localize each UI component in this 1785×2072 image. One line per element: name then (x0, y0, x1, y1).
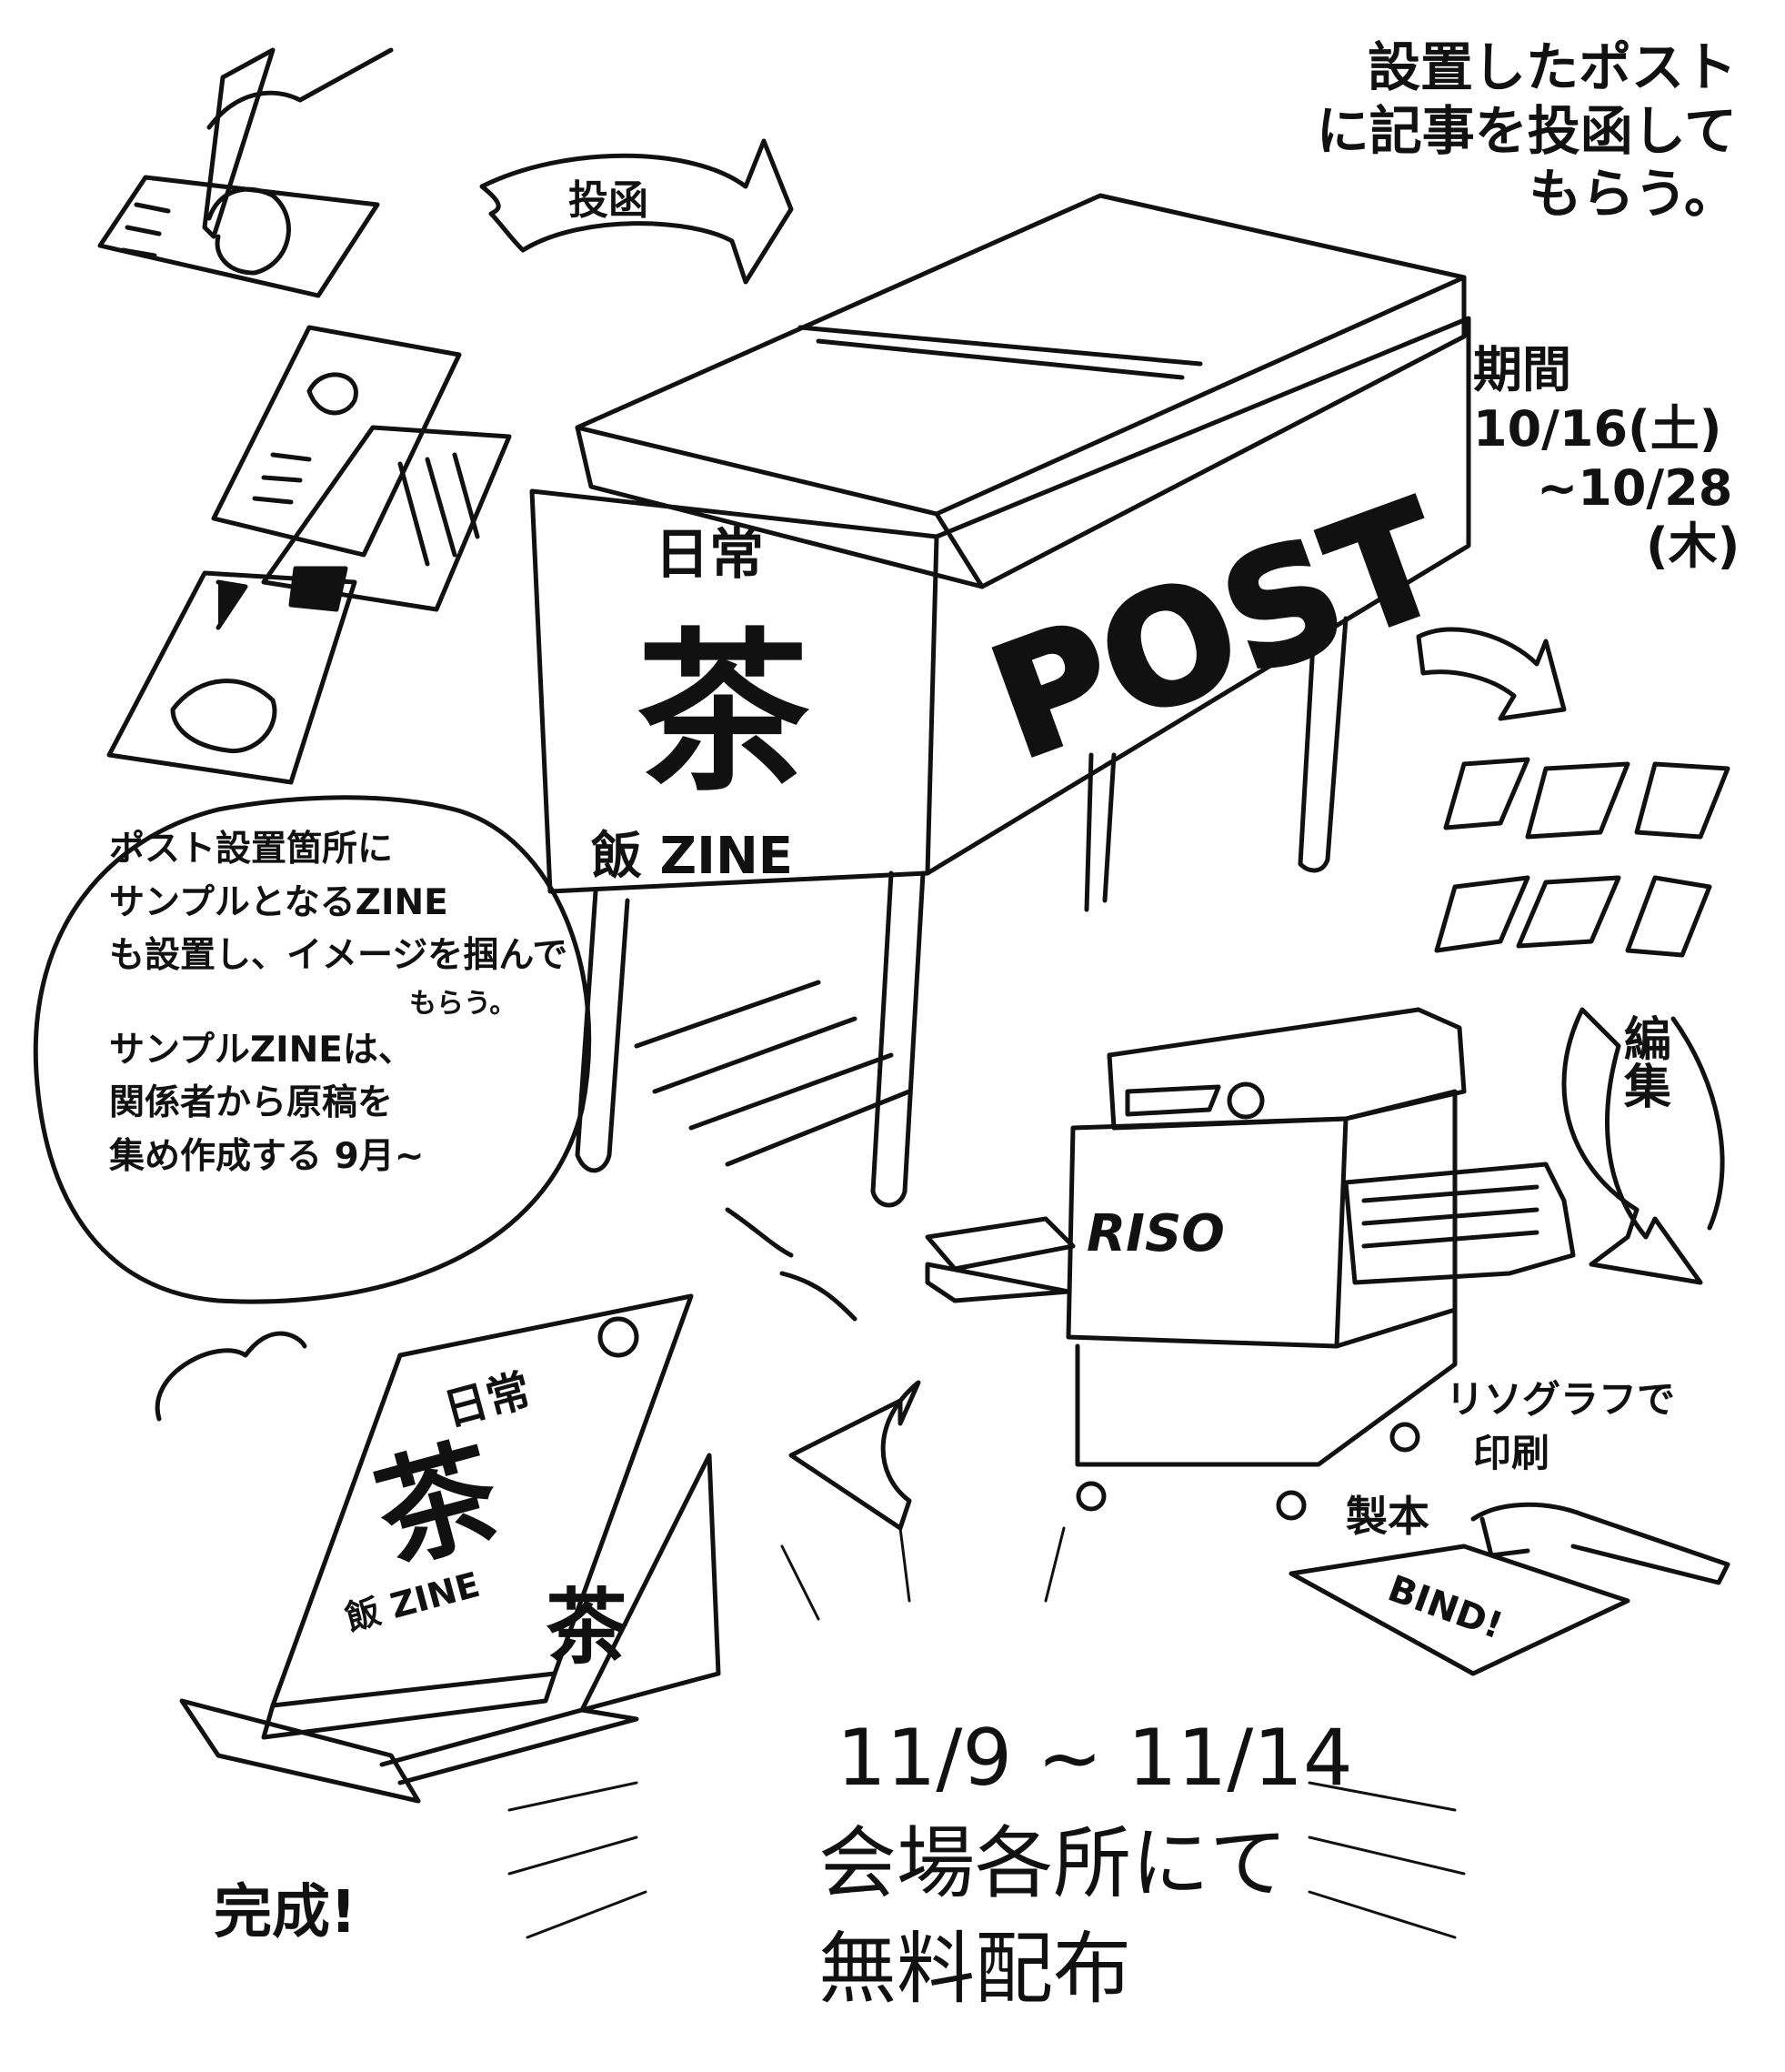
edit-label: 編集 (1615, 1014, 1670, 1109)
hand-writing-illustration (97, 47, 394, 298)
printer-caption-line: リソグラフで (1446, 1377, 1676, 1422)
bind-label: 製本 (1346, 1492, 1429, 1541)
period-start: 10/16(土) (1473, 399, 1722, 458)
bubble-note-line: ポスト設置箇所に (109, 829, 394, 870)
postbox-post-text: POST (971, 468, 1467, 795)
bind-illustration (1289, 1502, 1730, 1676)
period-end-day: (木) (1646, 518, 1740, 576)
distribution-line2: 会場各所にて (818, 1818, 1288, 1910)
postbox-illustration (529, 193, 1471, 1208)
top-right-note: 設置したポスト に記事を投函して もらう。 (1209, 36, 1737, 226)
bubble-note-line: 関係者から原稿を (109, 1082, 394, 1123)
postbox-title-line1: 日常 (655, 523, 764, 587)
bubble-note-line: サンプルZINEは、 (109, 1029, 414, 1071)
bubble-note: ポスト設置箇所に サンプルとなるZINE も設置し、イメージを掴んで もらう。 … (109, 823, 567, 1183)
period-end: ~10/28 (1537, 458, 1733, 517)
pages-illustration (1434, 757, 1730, 958)
distribution-block: 11/9 ~ 11/14 会場各所にて 無料配布 (818, 1705, 1353, 2022)
arrow-post-label: 投函 (568, 177, 648, 224)
booklet-big: 茶 (362, 1423, 513, 1587)
edit-arrow (1561, 1007, 1725, 1285)
postbox-title-big: 茶 (637, 613, 810, 814)
complete-label: 完成! (214, 1879, 357, 1946)
booklet-back-big: 茶 (546, 1580, 628, 1675)
distribution-arrow (725, 1207, 921, 1531)
period-label: 期間 (1473, 341, 1571, 398)
bubble-note-line: サンプルとなるZINE (109, 881, 448, 923)
bubble-note-line: 集め作成する 9月~ (109, 1135, 425, 1177)
post-arrow (479, 138, 794, 285)
distribution-line3: 無料配布 (818, 1924, 1131, 2016)
speech-bubble (33, 795, 592, 1422)
postbox-title-line3: 飯 ZINE (591, 827, 793, 886)
radiating-lines (507, 1526, 1466, 1939)
top-right-note-line: もらう。 (1529, 163, 1737, 226)
top-right-note-line: 設置したポスト (1367, 36, 1737, 98)
bubble-note-line: も設置し、イメージを掴んで (109, 935, 568, 976)
down-arrow-right (1416, 627, 1567, 721)
printer-caption: リソグラフで 印刷 (1446, 1373, 1675, 1481)
printer-caption-line: 印刷 (1473, 1430, 1550, 1475)
riso-brand: RISO (1087, 1204, 1225, 1263)
top-right-note-line: に記事を投函して (1316, 99, 1737, 162)
booklet-illustration (179, 1293, 721, 1804)
bubble-note-line: もらう。 (409, 987, 517, 1020)
period-block: 期間 10/16(土) ~10/28 (木) (1473, 341, 1740, 577)
riso-printer-illustration (925, 1007, 1576, 1521)
booklet-line1: 日常 (438, 1364, 536, 1436)
papers-illustration (106, 325, 512, 785)
distribution-dates: 11/9 ~ 11/14 (837, 1713, 1353, 1804)
